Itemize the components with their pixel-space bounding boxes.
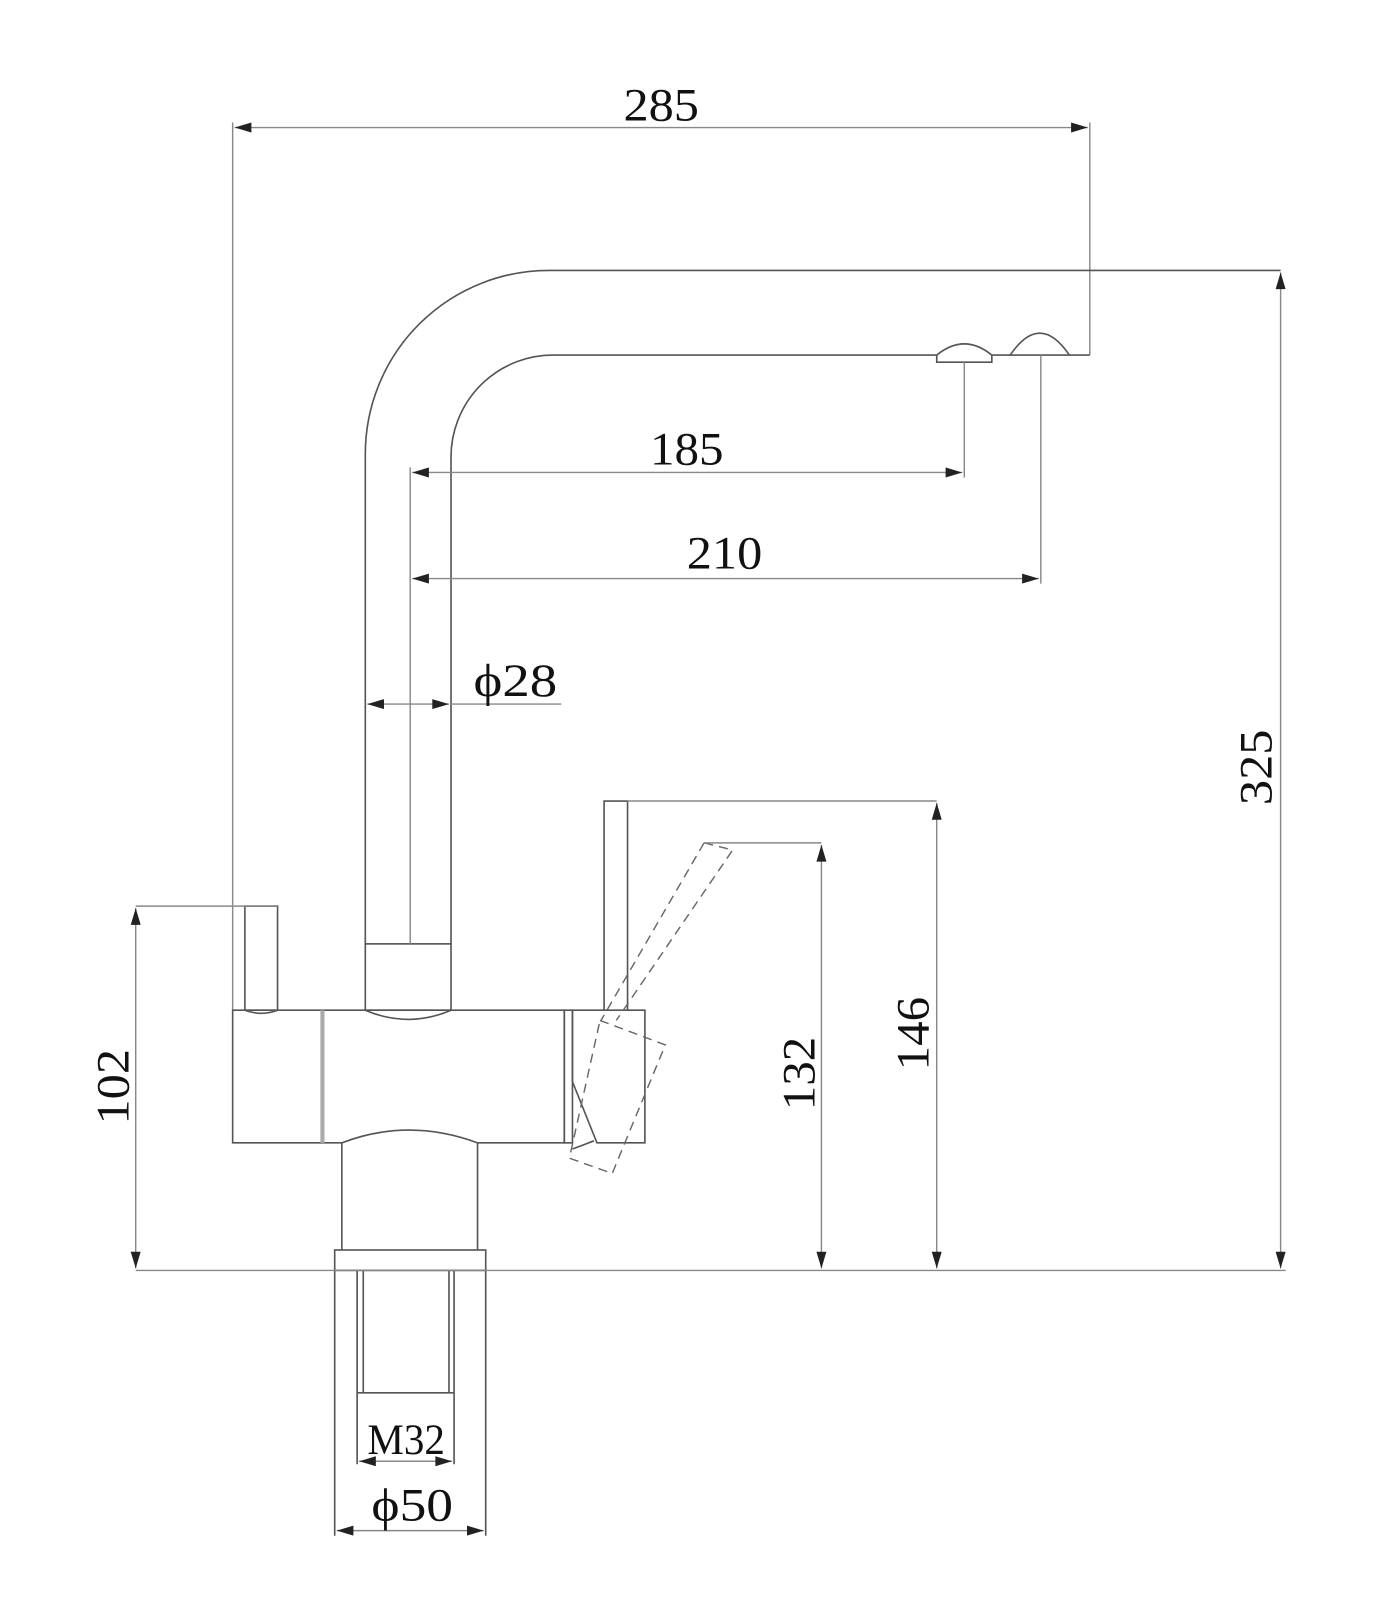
- dimension-label-m32: M32: [367, 1417, 445, 1464]
- dimension-phi50: ϕ50: [336, 1479, 484, 1536]
- lever-handle: [563, 800, 937, 1175]
- dimension-label-185: 185: [650, 423, 723, 475]
- dimension-146: 146: [888, 803, 942, 1269]
- dimension-m32: M32: [359, 1417, 453, 1467]
- dimension-210: 210: [412, 355, 1042, 584]
- dimension-label-325: 325: [1230, 730, 1282, 806]
- dimension-102: 102: [88, 908, 141, 1269]
- dimension-label-210: 210: [687, 527, 763, 579]
- dimension-label-phi28: ϕ28: [473, 655, 557, 707]
- faucet-body: [135, 905, 566, 1536]
- dimension-label-132: 132: [773, 1037, 825, 1110]
- dimension-325: 325: [1230, 272, 1286, 1269]
- dimension-label-146: 146: [888, 997, 940, 1070]
- dimension-285: 285: [231, 79, 1091, 1011]
- aerator-1: [935, 343, 993, 364]
- dimension-label-102: 102: [88, 1049, 140, 1125]
- dimension-185: 185: [409, 362, 966, 944]
- spout: [364, 269, 1281, 1021]
- dimension-phi28: ϕ28: [367, 655, 562, 710]
- dimension-label-285: 285: [623, 79, 699, 131]
- aerator-2: [1008, 332, 1071, 356]
- dimension-label-phi50: ϕ50: [371, 1479, 453, 1531]
- dimension-132: 132: [773, 844, 827, 1269]
